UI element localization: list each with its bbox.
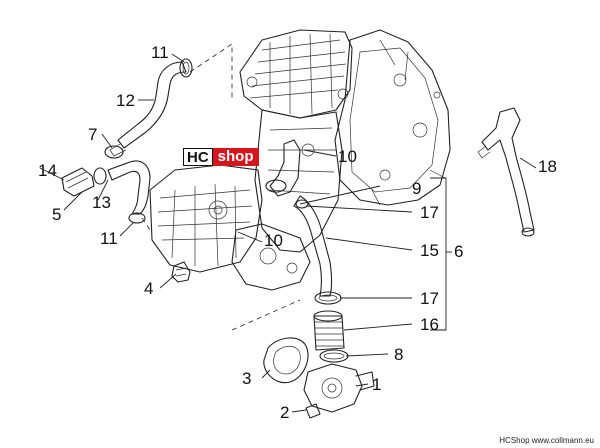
callout-11-bottom: 11	[100, 229, 118, 248]
hose-13	[107, 160, 151, 215]
reference-lines	[141, 43, 301, 331]
bracket-9-6	[430, 177, 452, 331]
engine-lower-crankcase	[231, 223, 311, 291]
engine-lower-cylinder-head	[149, 164, 263, 273]
gasket-3	[263, 337, 309, 384]
callout-8: 8	[394, 345, 403, 364]
callout-4: 4	[144, 279, 153, 298]
logo-shop-text: shop	[212, 148, 259, 166]
callout-12: 12	[116, 91, 135, 110]
hose-15	[293, 195, 333, 297]
clamp-5	[93, 167, 107, 185]
callout-3: 3	[242, 369, 251, 388]
screw-2	[305, 403, 321, 419]
clamp-11-bottom	[128, 212, 146, 224]
clamp-17-upper	[295, 199, 309, 209]
callout-6: 6	[454, 242, 463, 261]
pump-housing-1	[303, 363, 375, 413]
callout-7: 7	[88, 125, 97, 144]
hose-12	[109, 61, 187, 157]
clamp-11-top	[179, 58, 193, 78]
bellow-16	[313, 310, 345, 351]
engine-crankcase-cover	[334, 29, 451, 206]
callout-10-lower: 10	[264, 231, 283, 250]
callout-5: 5	[52, 205, 61, 224]
hcshop-logo: HC shop	[183, 148, 269, 166]
callout-17-lower: 17	[420, 289, 439, 308]
engine-upper-cylinder-head	[239, 29, 353, 119]
callout-13: 13	[92, 193, 111, 212]
footer-credit: HCShop www.collmann.eu	[499, 436, 594, 445]
callout-11-top: 11	[151, 43, 169, 62]
clamp-17-lower	[314, 291, 342, 305]
callout-15: 15	[420, 241, 439, 260]
callout-14: 14	[38, 161, 57, 180]
callout-2: 2	[280, 403, 289, 422]
elbow-fitting-upper	[265, 139, 301, 197]
callout-16: 16	[420, 315, 439, 334]
logo-hc-text: HC	[183, 148, 213, 166]
leader-lines	[39, 53, 537, 413]
hose-18	[477, 107, 535, 237]
callout-17-upper: 17	[420, 203, 439, 222]
callout-1: 1	[372, 375, 381, 394]
callout-10-upper: 10	[338, 147, 357, 166]
callout-9: 9	[412, 179, 421, 198]
fitting-14	[61, 167, 95, 197]
callout-labels: 11 12 7 14 5 13 11 4 10 10 9 17 15 6 17 …	[38, 43, 557, 422]
sensor-4	[171, 261, 191, 283]
callout-18: 18	[538, 157, 557, 176]
clamp-8	[319, 349, 349, 363]
clamp-7	[104, 145, 124, 159]
